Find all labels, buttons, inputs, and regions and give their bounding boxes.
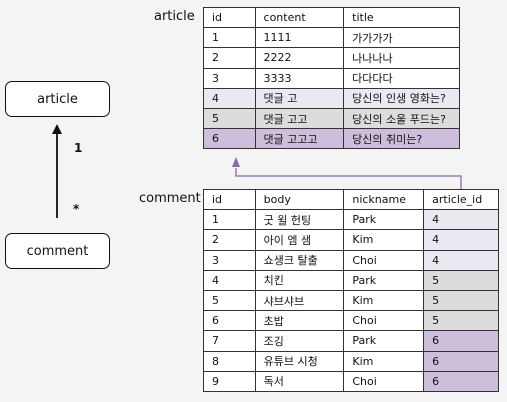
comment-table-cell-body: 샤브샤브 (254, 289, 345, 312)
comment-table-cell-article-id: 6 (423, 330, 499, 352)
article-entity-label: article (37, 91, 78, 107)
comment-table-cell-article-id: 6 (423, 350, 499, 372)
comment-table-cell-body: 쇼생크 탈출 (254, 249, 345, 271)
comment-entity-label: comment (26, 243, 89, 259)
comment-table-label: comment (139, 191, 201, 206)
article-table-header-title: title (343, 6, 460, 29)
multiplicity-many: * (73, 202, 80, 216)
comment-table-cell-nickname: Park (343, 330, 425, 352)
article-table-header-content: content (254, 6, 345, 29)
comment-table-header-nickname: nickname (343, 188, 425, 211)
comment-table-cell-article-id: 5 (423, 310, 499, 332)
comment-table-cell-nickname: Choi (343, 249, 425, 271)
comment-entity-box: comment (5, 233, 110, 269)
comment-table-cell-nickname: Choi (343, 370, 425, 392)
article-table-cell-id: 3 (203, 67, 256, 89)
comment-table-cell-id: 9 (203, 370, 256, 392)
article-table-cell-content: 2222 (254, 47, 345, 69)
article-table-cell-content: 댓글 고고고 (254, 128, 345, 150)
comment-table-cell-article-id: 5 (423, 269, 499, 291)
article-table-cell-title: 다다다다 (343, 67, 460, 89)
article-table-cell-content: 댓글 고고 (254, 107, 345, 130)
article-table-cell-id: 6 (203, 128, 256, 150)
comment-table-cell-body: 초밥 (254, 310, 345, 332)
comment-table-cell-nickname: Park (343, 209, 425, 231)
comment-table-cell-id: 7 (203, 330, 256, 352)
comment-table-header-id: id (203, 188, 256, 211)
article-entity-box: article (5, 81, 110, 117)
article-table-cell-id: 4 (203, 87, 256, 109)
comment-table-cell-body: 아이 엠 샘 (254, 229, 345, 251)
article-table-cell-id: 2 (203, 47, 256, 69)
comment-table-cell-body: 굿 윌 헌팅 (254, 209, 345, 231)
comment-table-cell-nickname: Kim (343, 350, 425, 372)
comment-table-cell-article-id: 4 (423, 249, 499, 271)
comment-table-cell-id: 2 (203, 229, 256, 251)
comment-table-cell-body: 치킨 (254, 269, 345, 291)
article-table-cell-title: 가가가가 (343, 27, 460, 49)
article-table-cell-content: 1111 (254, 27, 345, 49)
comment-table-header-article-id: article_id (423, 188, 499, 211)
comment-table-cell-id: 8 (203, 350, 256, 372)
article-table-cell-title: 당신의 취미는? (343, 128, 460, 150)
relationship-arrow (52, 124, 62, 218)
article-table-cell-id: 1 (203, 27, 256, 49)
article-table-cell-content: 댓글 고 (254, 87, 345, 109)
foreign-key-arrow (232, 157, 462, 190)
comment-table-cell-nickname: Kim (343, 229, 425, 251)
article-table-cell-title: 당신의 소울 푸드는? (343, 107, 460, 130)
comment-table-cell-body: 유튜브 시청 (254, 350, 345, 372)
comment-table-cell-nickname: Kim (343, 289, 425, 312)
comment-table-cell-article-id: 4 (423, 209, 499, 231)
article-table-cell-id: 5 (203, 107, 256, 130)
article-table-cell-content: 3333 (254, 67, 345, 89)
comment-table-cell-id: 3 (203, 249, 256, 271)
comment-table-cell-nickname: Choi (343, 310, 425, 332)
multiplicity-one: 1 (74, 141, 83, 155)
comment-table-cell-article-id: 4 (423, 229, 499, 251)
comment-table-cell-id: 1 (203, 209, 256, 231)
comment-table-header-body: body (254, 188, 345, 211)
comment-table-cell-id: 5 (203, 289, 256, 312)
comment-table-cell-article-id: 6 (423, 370, 499, 392)
article-table-cell-title: 나나나나 (343, 47, 460, 69)
article-table-label: article (154, 9, 195, 24)
article-table-header-id: id (203, 6, 256, 29)
comment-table-cell-article-id: 5 (423, 289, 499, 312)
comment-table-cell-id: 4 (203, 269, 256, 291)
comment-table-cell-body: 독서 (254, 370, 345, 392)
comment-table-cell-body: 조깅 (254, 330, 345, 352)
article-table-cell-title: 당신의 인생 영화는? (343, 87, 460, 109)
comment-table-cell-nickname: Park (343, 269, 425, 291)
comment-table-cell-id: 6 (203, 310, 256, 332)
